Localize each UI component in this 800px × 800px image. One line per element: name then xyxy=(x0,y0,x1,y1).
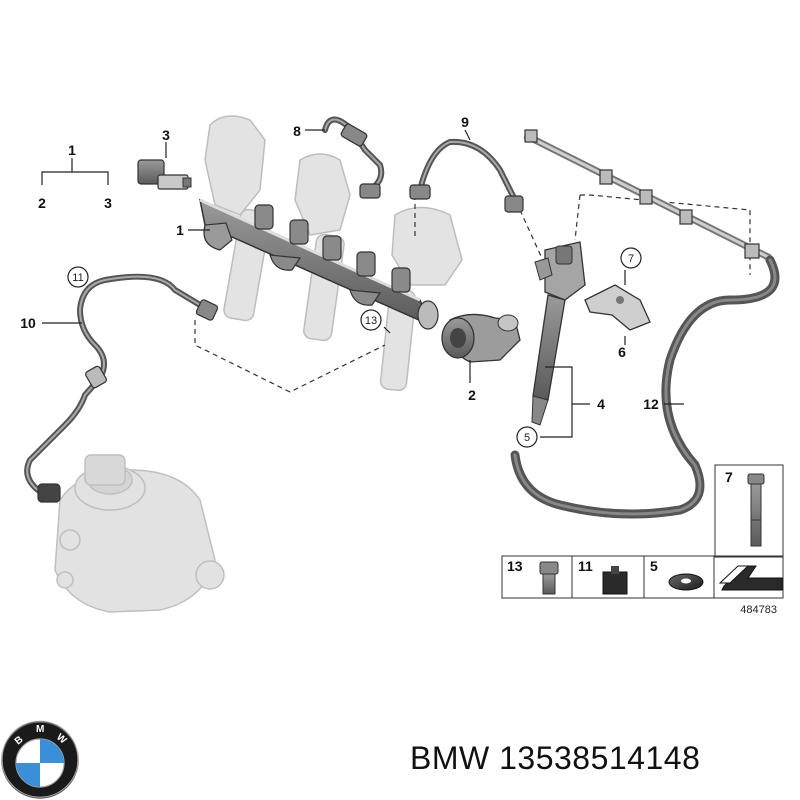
part-number-caption: BMW 13538514148 xyxy=(410,740,701,776)
callout-13: 13 xyxy=(365,315,377,327)
callout-6: 6 xyxy=(618,344,626,360)
line-fittings xyxy=(37,123,524,503)
callout-11: 11 xyxy=(72,272,83,284)
callout-3: 3 xyxy=(162,127,170,143)
diagram-reference-number: 484783 xyxy=(740,604,777,616)
leader-lines xyxy=(41,129,684,438)
pressure-sensor-small xyxy=(137,159,192,190)
small-parts-legend xyxy=(501,464,784,599)
leak-off-rail xyxy=(523,129,772,262)
pressure-regulator-valve xyxy=(441,313,521,363)
high-pressure-lines xyxy=(24,116,518,498)
legend-label-13: 13 xyxy=(507,558,523,574)
callout-circles xyxy=(67,247,642,448)
callout-10: 10 xyxy=(20,315,36,331)
callout-8: 8 xyxy=(293,123,301,139)
return-hose-highlight xyxy=(513,258,777,516)
callout-9: 9 xyxy=(461,114,469,130)
bmw-logo: B M W xyxy=(1,720,79,799)
injector-bracket xyxy=(584,284,651,331)
ghost-high-pressure-pump xyxy=(54,454,225,613)
dashed-leader-lines xyxy=(194,194,751,393)
callout-7: 7 xyxy=(628,253,634,265)
legend-label-5: 5 xyxy=(650,558,658,574)
callout-12: 12 xyxy=(643,396,659,412)
fuel-injector xyxy=(531,241,586,426)
svg-text:M: M xyxy=(36,724,44,735)
short-bolt-icon xyxy=(539,561,559,595)
legend-label-11: 11 xyxy=(578,558,593,574)
fuel-rail xyxy=(198,198,439,330)
callout-2-top: 2 xyxy=(38,195,46,211)
sealing-ring-icon xyxy=(668,573,704,591)
bolt-icon xyxy=(747,473,765,547)
callout-1-top: 1 xyxy=(68,142,76,158)
callout-4: 4 xyxy=(597,396,605,412)
legend-label-7: 7 xyxy=(725,469,733,485)
direction-arrow-icon xyxy=(718,565,783,591)
callout-3-top: 3 xyxy=(104,195,112,211)
callout-1: 1 xyxy=(176,222,184,238)
grommet-icon xyxy=(602,566,628,595)
callout-2: 2 xyxy=(468,387,476,403)
callout-5: 5 xyxy=(524,432,530,444)
